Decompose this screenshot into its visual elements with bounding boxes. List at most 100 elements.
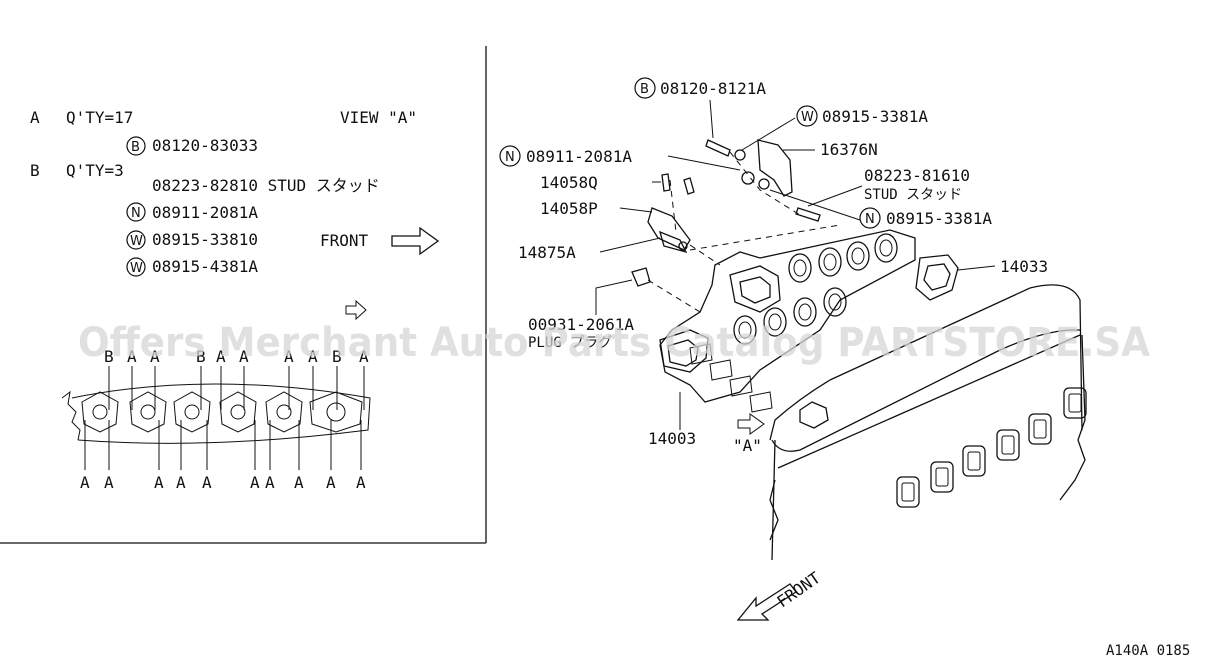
view-a-arrow-icon: [737, 413, 765, 435]
gasket-14033-bore: [923, 263, 951, 291]
qty-b-text: Q'TY=3: [66, 161, 124, 180]
position-letter: A: [308, 347, 318, 366]
callout-part-number: 00931-2061A: [528, 315, 634, 334]
callout-part-number: 08915-3381A: [886, 209, 992, 228]
badge-n-icon: [859, 207, 881, 229]
leader-line: [807, 185, 863, 207]
callout-part-note: PLUG プラグ: [528, 335, 612, 351]
nut-08911-icon: [741, 171, 755, 185]
exhaust-port-outline: [309, 391, 363, 433]
badge-w-icon: [796, 105, 818, 127]
exhaust-port-outline: [173, 391, 211, 433]
leader-line: [619, 207, 653, 213]
head-port-bore: [935, 467, 949, 487]
main-front-label: FRONT: [773, 568, 824, 611]
explode-line: [669, 179, 677, 233]
rocker-cover-outline: [769, 284, 1083, 441]
badge-n-icon: [126, 202, 146, 222]
main-front-arrow-icon: [736, 583, 797, 621]
gasket-14033: [915, 254, 959, 301]
runner-port: [788, 253, 812, 283]
position-letter: A: [104, 473, 114, 492]
lower-flange-port: [689, 343, 713, 365]
lower-flange-port: [729, 375, 753, 397]
head-port-outline: [996, 429, 1020, 461]
part-14058Q: [661, 173, 671, 192]
exhaust-port-outline: [265, 391, 303, 433]
runner-bore: [828, 293, 842, 311]
view-a-label: VIEW "A": [340, 108, 417, 127]
leader-line: [769, 189, 861, 221]
washer-icon: [758, 178, 770, 190]
callout-part-number: 14033: [1000, 257, 1048, 276]
head-top-edge: [777, 334, 1081, 469]
port-group: [81, 391, 363, 433]
position-letter: A: [326, 473, 336, 492]
gasket-outline: [71, 383, 371, 444]
badge-b-icon: [634, 77, 656, 99]
qty-a-letter: A: [30, 108, 40, 127]
watermark-text: Offers Merchant Auto Parts Catalog PARTS…: [78, 320, 1150, 366]
head-port-outline: [1063, 387, 1087, 419]
front-flange-bore: [667, 339, 699, 367]
view-direction-arrow-icon: [345, 299, 367, 321]
leader-line: [957, 265, 996, 271]
oil-filler-cap-icon: [799, 401, 829, 429]
runner-bore: [738, 321, 752, 339]
exhaust-port-bore: [326, 402, 346, 422]
callout-part-number: 08120-8121A: [660, 79, 766, 98]
callout-part-number: 08223-81610: [864, 166, 970, 185]
head-port-bore: [1001, 435, 1015, 455]
qty-a-text: Q'TY=17: [66, 108, 133, 127]
inset-part-number: 08915-4381A: [152, 257, 258, 276]
explode-line: [729, 151, 801, 216]
manifold-inlet-flange: [729, 265, 781, 313]
part-14875A: [659, 230, 688, 254]
callout-part-number: 14003: [648, 429, 696, 448]
exhaust-port-row: [896, 387, 1087, 508]
leader-line: [709, 99, 714, 139]
badge-w-icon: [126, 230, 146, 250]
callouts: B 08120-8121A W 08915-3381A 16376N N 089…: [499, 77, 1048, 448]
runner-port: [823, 287, 847, 317]
position-letter: A: [216, 347, 226, 366]
leader-line: [741, 117, 796, 151]
head-port-bore: [1068, 393, 1082, 413]
plug-00931-2061A: [631, 267, 651, 287]
runner-port: [793, 297, 817, 327]
callout-part-number: 16376N: [820, 140, 878, 159]
head-rear-edge: [1059, 334, 1086, 501]
callout-part-number: 14058Q: [540, 173, 598, 192]
diagram-code: A140A 0185: [1106, 643, 1190, 659]
callout-part-note: STUD スタッド: [864, 187, 962, 203]
position-letter: A: [239, 347, 249, 366]
inset-legend: A Q'TY=17 VIEW "A" B 08120-83033 B Q'TY=…: [30, 108, 440, 321]
position-letter: A: [176, 473, 186, 492]
inset-part-number: 08915-33810: [152, 230, 258, 249]
leader-line: [599, 237, 661, 253]
badge-letter: W: [130, 261, 143, 276]
runner-bore: [879, 239, 893, 257]
badge-letter: B: [640, 82, 649, 97]
leader-line: [595, 279, 633, 315]
badge-letter: N: [865, 212, 875, 227]
callout-part-number: 14875A: [518, 243, 576, 262]
part-14058Q-2: [683, 177, 695, 195]
explode-line: [689, 224, 841, 251]
head-edge: [61, 390, 81, 441]
bolt-head-icon: [678, 241, 688, 251]
badge-letter: N: [131, 206, 141, 221]
head-port-outline: [1028, 413, 1052, 445]
front-arrow-icon: [391, 226, 440, 256]
head-port-outline: [896, 476, 920, 508]
runner-port: [818, 247, 842, 277]
runner-group: [689, 233, 898, 413]
runner-port: [846, 241, 870, 271]
position-letter: A: [250, 473, 260, 492]
runner-bore: [851, 247, 865, 265]
explode-line: [647, 279, 701, 313]
runner-port: [733, 315, 757, 345]
callout-part-number: 14058P: [540, 199, 598, 218]
